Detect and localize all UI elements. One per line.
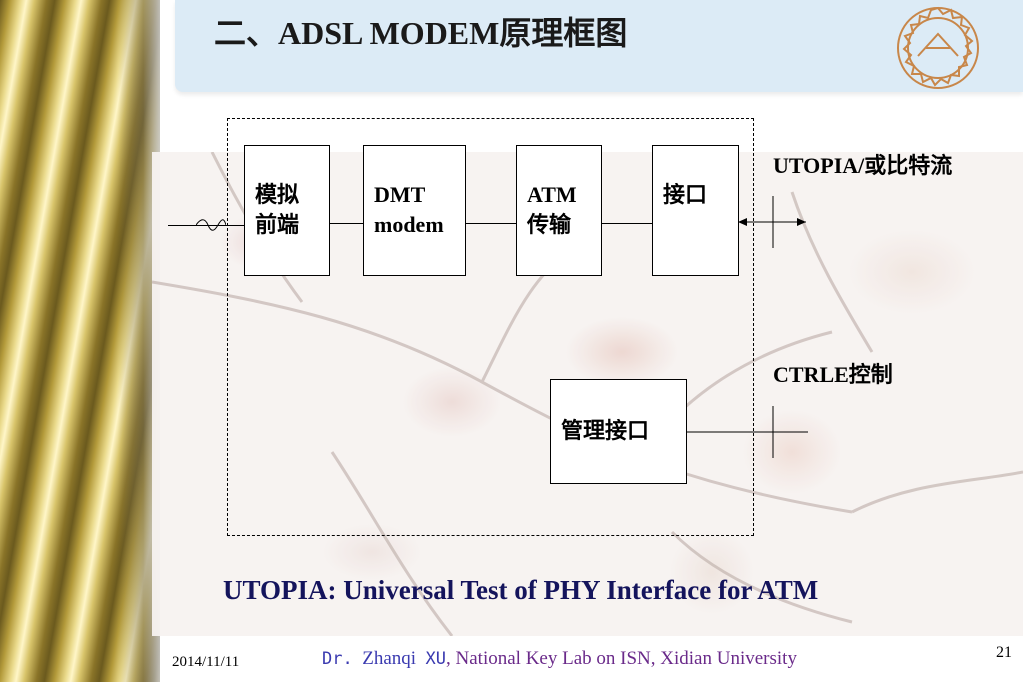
line-dmt-to-atm [465,223,517,224]
analog-frontend-block: 模拟 前端 [244,145,330,276]
management-interface-label: 管理接口 [561,418,650,443]
dmt-modem-block: DMT modem [363,145,466,276]
page-number: 21 [996,644,1012,661]
ctrle-label: CTRLE控制 [773,362,893,387]
line-atm-to-interface [601,223,653,224]
dmt-modem-label-line1: DMT [374,182,426,207]
modem-boundary-dashed-frame [227,118,754,536]
interface-block: 接口 [652,145,739,276]
analog-frontend-label-line1: 模拟 [255,182,300,207]
input-signal-wave-icon [195,216,227,234]
interface-label: 接口 [663,182,708,207]
management-interface-block: 管理接口 [550,379,687,484]
atm-transfer-label-line1: ATM [527,182,577,207]
utopia-bidirectional-arrow [736,196,808,248]
utopia-definition-caption: UTOPIA: Universal Test of PHY Interface … [223,575,819,605]
atm-transfer-block: ATM 传输 [516,145,602,276]
title-band [175,0,1023,92]
dmt-modem-label-line2: modem [374,212,444,237]
footer-credit-affiliation: , National Key Lab on ISN, Xidian Univer… [446,648,797,669]
ctrle-control-line [686,406,808,458]
footer-date: 2014/11/11 [172,654,240,670]
footer-credit: Dr. Zhanqi XU, National Key Lab on ISN, … [322,648,797,670]
footer-credit-surname: XU [425,649,447,669]
footer-credit-name: Zhanqi [362,648,417,669]
analog-frontend-label-line2: 前端 [255,212,300,237]
atm-transfer-label-line2: 传输 [527,212,572,237]
footer-credit-prefix: Dr. [322,649,353,669]
input-line [168,225,245,226]
line-frontend-to-dmt [329,223,364,224]
utopia-label: UTOPIA/或比特流 [773,153,953,178]
slide-title: 二、ADSL MODEM原理框图 [214,15,628,51]
university-seal-logo [893,4,983,92]
